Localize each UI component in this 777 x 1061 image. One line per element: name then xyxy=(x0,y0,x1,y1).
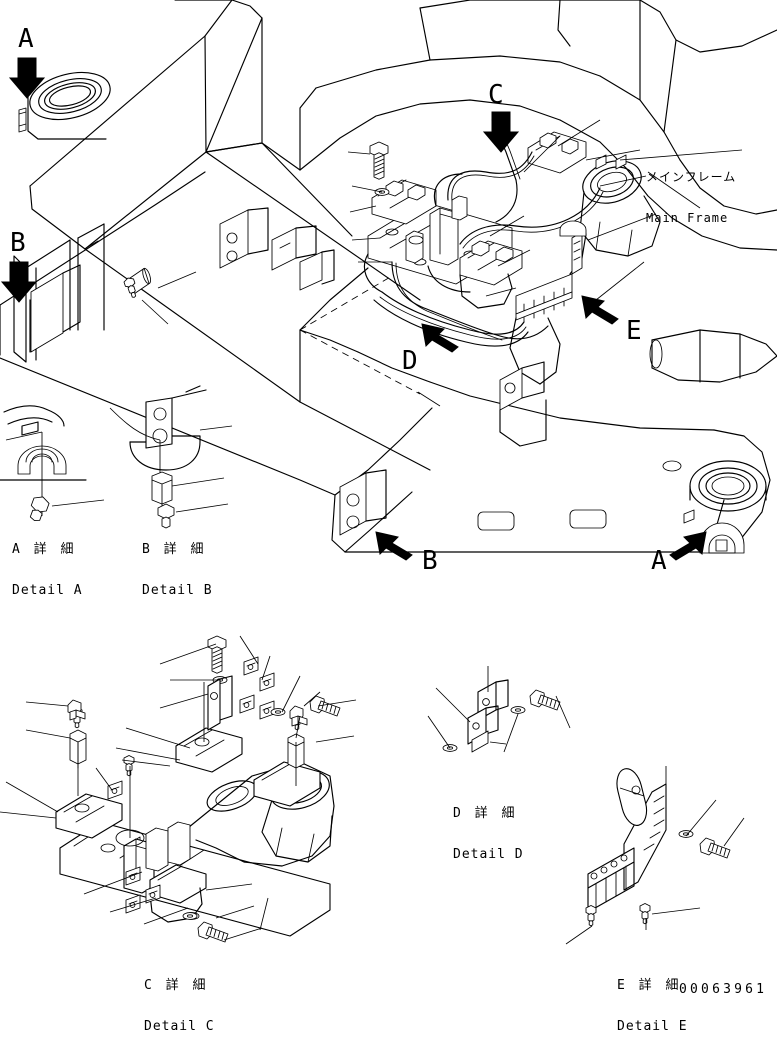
callout-letter-d: D xyxy=(402,346,418,376)
detail-d-caption: D 詳 細 Detail D xyxy=(453,780,524,889)
lubrication-manifold-assembly xyxy=(363,117,604,341)
drawing-number: 00063961 xyxy=(679,982,768,997)
hose-clamp-bank xyxy=(509,220,587,385)
callout-arrow-b-top xyxy=(0,261,38,303)
detail-e-view xyxy=(565,766,745,945)
main-frame-body xyxy=(299,0,777,383)
detail-c-leaders xyxy=(0,635,357,941)
detail-e-caption-en: Detail E xyxy=(617,1019,688,1035)
drawing-sheet: .ln { fill:none; stroke:#000; stroke-wid… xyxy=(0,0,777,1033)
callout-arrow-c-top xyxy=(482,111,520,153)
callout-letter-a-bottom: A xyxy=(651,546,667,576)
detail-a-view xyxy=(0,405,105,521)
callout-letter-a-top: A xyxy=(18,24,34,54)
callout-letter-b-top: B xyxy=(10,228,26,258)
main-view-leaders xyxy=(141,119,743,407)
detail-b-caption-en: Detail B xyxy=(142,583,213,599)
detail-b-view xyxy=(109,385,233,529)
exploded-fasteners-main xyxy=(122,141,390,300)
callout-arrow-a-bottom xyxy=(669,531,707,561)
callout-letter-e: E xyxy=(626,316,642,346)
main-frame-label-jp: メインフレーム xyxy=(646,169,737,184)
detail-d-view xyxy=(427,666,571,753)
boom-left-lower-structure xyxy=(0,171,206,363)
detail-c-caption-jp: C 詳 細 xyxy=(144,978,209,994)
detail-d-caption-en: Detail D xyxy=(453,847,524,863)
detail-c-caption: C 詳 細 Detail C xyxy=(144,952,215,1061)
main-frame-label-en: Main Frame xyxy=(646,210,729,225)
main-view-group xyxy=(0,0,777,554)
callout-arrow-e xyxy=(581,295,619,325)
callout-letter-b-bottom: B xyxy=(422,546,438,576)
detail-c-caption-en: Detail C xyxy=(144,1019,215,1035)
detail-e-caption: E 詳 細 Detail E xyxy=(617,952,688,1061)
detail-c-view xyxy=(0,635,357,943)
detail-d-caption-jp: D 詳 細 xyxy=(453,806,518,822)
detail-b-caption: B 詳 細 Detail B xyxy=(142,516,213,625)
callout-arrow-a-top xyxy=(8,57,46,99)
detail-e-caption-jp: E 詳 細 xyxy=(617,978,682,994)
detail-a-caption-jp: A 詳 細 xyxy=(12,542,77,558)
detail-b-caption-jp: B 詳 細 xyxy=(142,542,207,558)
parts-illustration-artwork: .ln { fill:none; stroke:#000; stroke-wid… xyxy=(0,0,777,945)
detail-a-caption: A 詳 細 Detail A xyxy=(12,516,83,625)
boom-upper-left-structure xyxy=(18,0,263,250)
main-frame-label: メインフレーム Main Frame xyxy=(646,143,736,253)
callout-arrows xyxy=(0,57,707,561)
callout-arrow-d xyxy=(421,323,459,353)
hose-run-lower xyxy=(373,291,529,347)
callout-letter-c-top: C xyxy=(488,80,504,110)
boom-bracket-ears xyxy=(219,207,335,291)
callout-arrow-b-bottom xyxy=(375,531,413,561)
arm-clamp-group xyxy=(499,361,547,447)
detail-a-caption-en: Detail A xyxy=(12,583,83,599)
